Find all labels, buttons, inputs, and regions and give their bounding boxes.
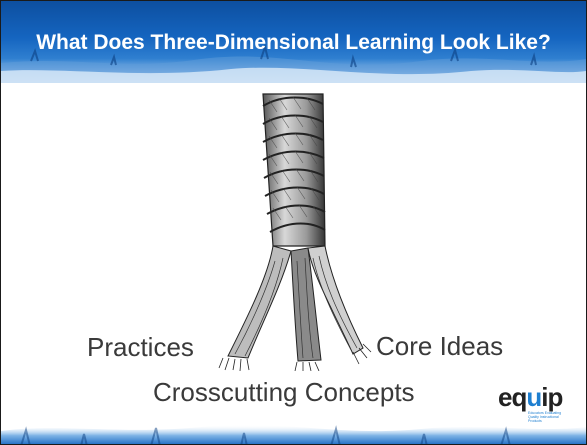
logo-wordmark: equip <box>498 382 563 412</box>
equip-logo: equip Educators Evaluating Quality Instr… <box>498 382 570 423</box>
slide-title: What Does Three-Dimensional Learning Loo… <box>36 31 551 54</box>
title-banner: What Does Three-Dimensional Learning Loo… <box>1 1 586 83</box>
logo-tagline: Educators Evaluating Quality Instruction… <box>528 411 562 423</box>
crosscutting-concepts-label: Crosscutting Concepts <box>153 377 415 407</box>
footer-banner <box>1 424 586 444</box>
banner-texture <box>1 43 586 83</box>
rope-illustration <box>218 93 372 371</box>
practices-label: Practices <box>87 332 194 362</box>
core-ideas-label: Core Ideas <box>376 331 504 361</box>
